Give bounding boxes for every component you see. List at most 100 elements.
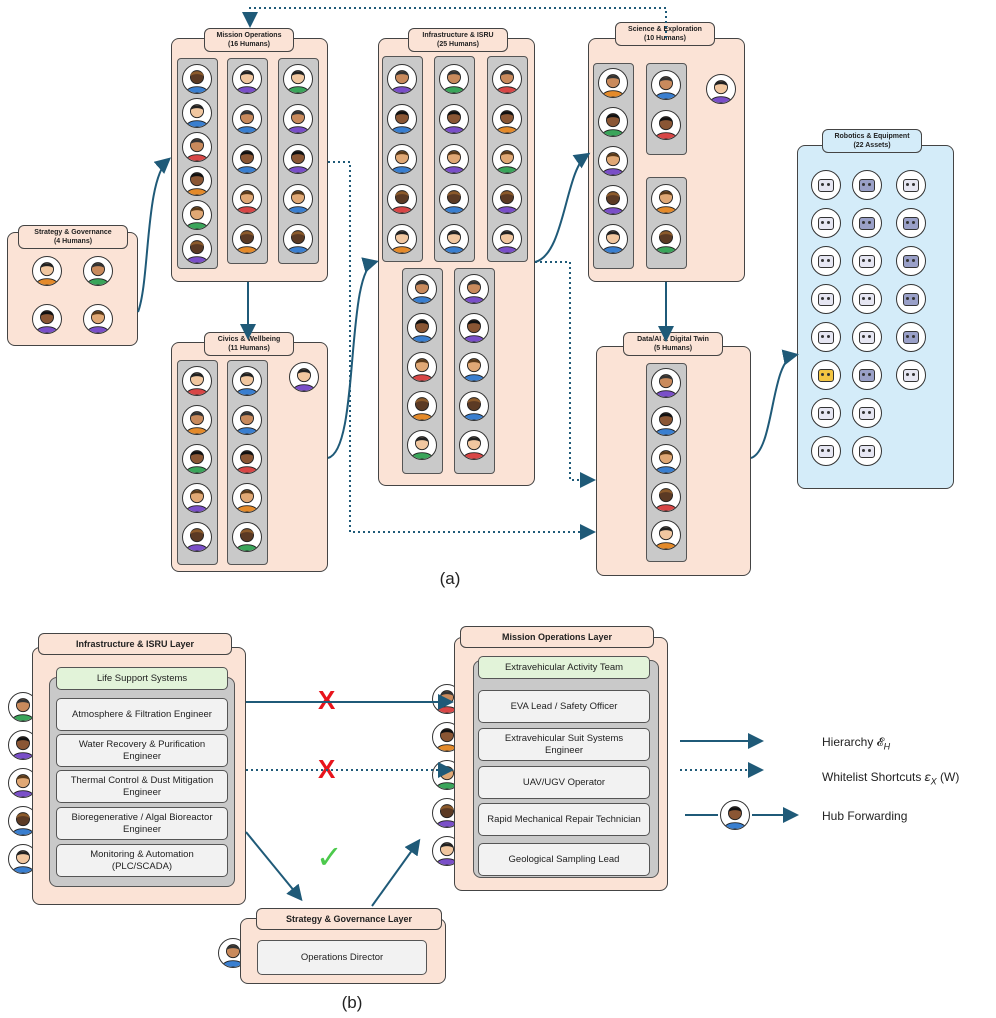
person-avatar-icon: [232, 64, 262, 94]
person-avatar-icon: [32, 256, 62, 286]
robot-head-icon: [818, 406, 834, 420]
robot-head-icon: [859, 330, 875, 344]
group-count: (11 Humans): [228, 345, 270, 352]
person-avatar-icon: [432, 722, 462, 752]
robot-head-icon: [859, 292, 875, 306]
person-avatar-icon: [283, 224, 313, 254]
person-avatar-icon: [407, 430, 437, 460]
data-ai-digital-twin-tag: Data/AI & Digital Twin (5 Humans): [623, 332, 723, 356]
person-avatar-icon: [182, 444, 212, 474]
person-avatar-icon: [598, 224, 628, 254]
robot-head-icon: [903, 178, 919, 192]
person-avatar-icon: [232, 184, 262, 214]
person-avatar-icon: [651, 482, 681, 512]
person-avatar-icon: [651, 444, 681, 474]
robot-icon: [852, 208, 882, 238]
person-avatar-icon: [407, 313, 437, 343]
person-avatar-icon: [182, 98, 212, 128]
person-avatar-icon: [651, 184, 681, 214]
role-box: Water Recovery & Purification Engineer: [56, 734, 228, 767]
group-count: (22 Assets): [853, 142, 891, 149]
group-count: (25 Humans): [436, 41, 479, 48]
person-avatar-icon: [492, 64, 522, 94]
robot-icon: [896, 170, 926, 200]
mission-layer-title: Mission Operations Layer: [460, 626, 654, 648]
person-avatar-icon: [83, 304, 113, 334]
person-avatar-icon: [232, 522, 262, 552]
robot-icon: [811, 436, 841, 466]
person-avatar-icon: [407, 391, 437, 421]
person-avatar-icon: [439, 144, 469, 174]
person-avatar-icon: [283, 64, 313, 94]
group-title: Civics & Wellbeing: [217, 336, 281, 343]
blocked-cross: X: [318, 685, 336, 715]
person-avatar-icon: [459, 430, 489, 460]
person-avatar-icon: [232, 405, 262, 435]
role-box: EVA Lead / Safety Officer: [478, 690, 650, 723]
robot-icon: [811, 284, 841, 314]
person-avatar-icon: [182, 132, 212, 162]
edge-b-strategy-mission: [371, 838, 421, 907]
robot-head-icon: [903, 368, 919, 382]
shortcut-infra-data: [535, 261, 596, 488]
group-title: Infrastructure & ISRU: [422, 32, 494, 39]
robot-head-icon: [818, 444, 834, 458]
group-count: (4 Humans): [53, 238, 93, 245]
person-avatar-icon: [459, 391, 489, 421]
person-avatar-icon: [232, 444, 262, 474]
person-avatar-icon: [598, 185, 628, 215]
person-avatar-icon: [182, 366, 212, 396]
robot-head-icon: [859, 216, 875, 230]
person-avatar-icon: [598, 146, 628, 176]
team-label: Life Support Systems: [56, 667, 228, 690]
person-avatar-icon: [720, 800, 750, 830]
robot-head-icon: [859, 178, 875, 192]
person-avatar-icon: [651, 406, 681, 436]
panel-a-caption: (a): [439, 569, 461, 588]
robot-icon: [811, 398, 841, 428]
person-avatar-icon: [651, 70, 681, 100]
person-avatar-icon: [232, 224, 262, 254]
robot-icon: [811, 208, 841, 238]
edge-data-robotics: [750, 349, 799, 459]
robot-icon: [811, 360, 841, 390]
person-avatar-icon: [706, 74, 736, 104]
person-avatar-icon: [439, 184, 469, 214]
legend-whitelist-suffix: (W): [936, 770, 960, 784]
role-box: Thermal Control & Dust Mitigation Engine…: [56, 770, 228, 803]
role-box: Operations Director: [257, 940, 427, 975]
robot-icon: [896, 284, 926, 314]
person-avatar-icon: [407, 274, 437, 304]
person-avatar-icon: [182, 200, 212, 230]
blocked-cross: X: [318, 754, 336, 784]
person-avatar-icon: [289, 362, 319, 392]
role-box: Atmosphere & Filtration Engineer: [56, 698, 228, 731]
allowed-check: ✓: [316, 839, 343, 875]
robot-head-icon: [818, 330, 834, 344]
person-avatar-icon: [232, 144, 262, 174]
person-avatar-icon: [182, 234, 212, 264]
role-box: Extravehicular Suit Systems Engineer: [478, 728, 650, 761]
robot-icon: [852, 246, 882, 276]
robot-head-icon: [903, 216, 919, 230]
legend-hierarchy-label: Hierarchy 𝓔: [822, 735, 884, 749]
strategy-layer-title: Strategy & Governance Layer: [256, 908, 442, 930]
person-avatar-icon: [182, 64, 212, 94]
strategy-governance-tag: Strategy & Governance (4 Humans): [18, 225, 128, 249]
robot-icon: [852, 170, 882, 200]
mission-operations-tag: Mission Operations (16 Humans): [204, 28, 294, 52]
robot-icon: [896, 322, 926, 352]
robot-icon: [811, 246, 841, 276]
robot-head-icon: [903, 292, 919, 306]
person-avatar-icon: [182, 522, 212, 552]
edge-civics-infra: [327, 257, 379, 459]
person-avatar-icon: [651, 110, 681, 140]
legend-hierarchy-sub: H: [883, 741, 891, 752]
person-avatar-icon: [492, 184, 522, 214]
robot-icon: [811, 322, 841, 352]
person-avatar-icon: [232, 366, 262, 396]
person-avatar-icon: [387, 64, 417, 94]
person-avatar-icon: [439, 104, 469, 134]
infra-layer-title: Infrastructure & ISRU Layer: [38, 633, 232, 655]
robot-head-icon: [818, 254, 834, 268]
